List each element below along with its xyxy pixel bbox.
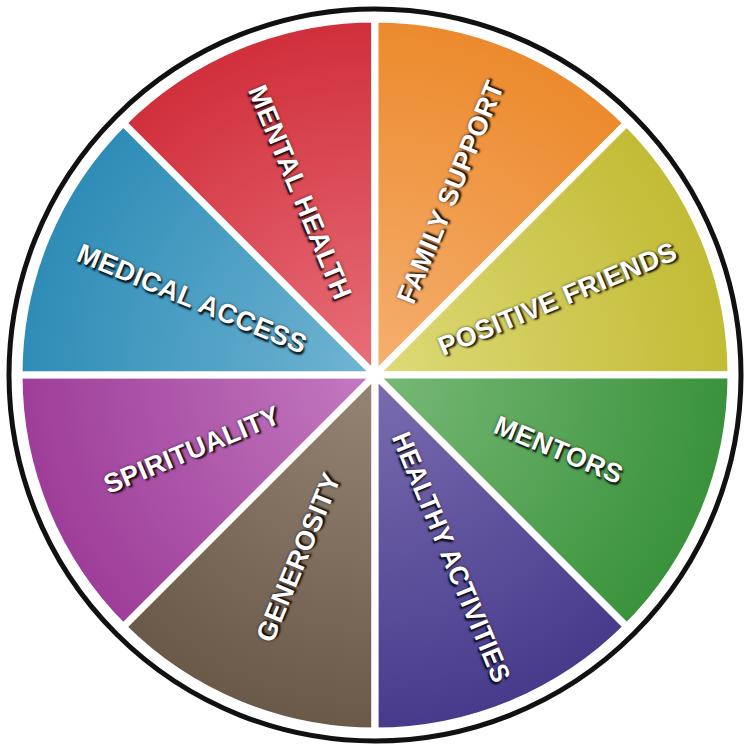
wedge-fill bbox=[375, 123, 731, 375]
wedge-shape bbox=[375, 123, 731, 375]
wedge-fill bbox=[19, 375, 375, 627]
wedge-shape bbox=[19, 123, 375, 375]
outer-ring bbox=[9, 9, 741, 741]
wheel-wedge: POSITIVE FRIENDS bbox=[375, 123, 731, 375]
wedge-shape bbox=[19, 375, 375, 627]
wheel-wedge: SPIRITUALITY bbox=[19, 375, 375, 627]
wedge-fill bbox=[19, 123, 375, 375]
wheel-wedge: MEDICAL ACCESS bbox=[19, 123, 375, 375]
wheel-wedge: HEALTHY ACTIVITIES bbox=[375, 375, 627, 731]
wedge-fill bbox=[375, 375, 627, 731]
